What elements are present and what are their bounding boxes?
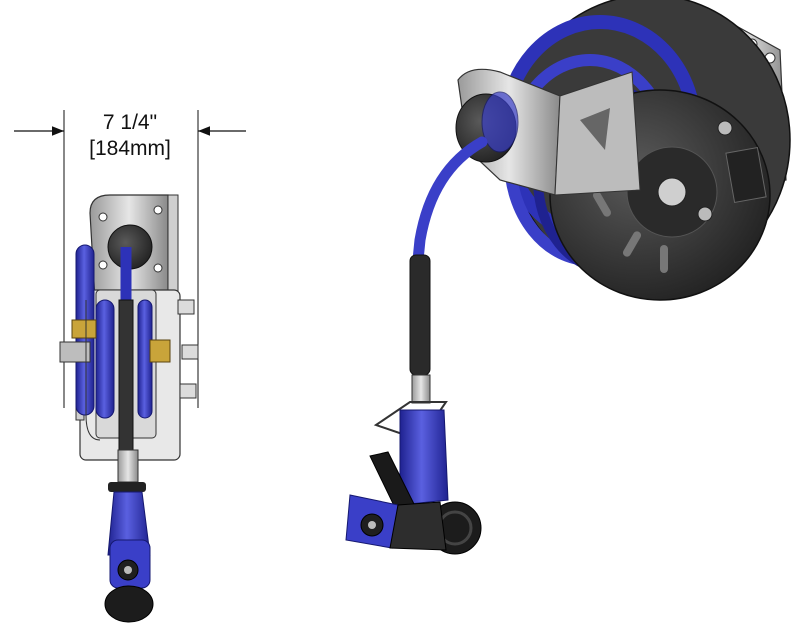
iso-hub-nut [657,177,687,207]
iso-hose [412,136,488,266]
isometric-view [345,0,791,555]
iso-hose-grip [409,254,431,376]
iso-spray-valve [399,409,449,506]
side-view [59,194,199,623]
side-nuts [177,299,199,399]
dimension-metric: [184mm] [89,137,171,160]
side-nozzle-head [104,585,154,623]
iso-coupling [411,374,431,404]
side-coupling [117,449,139,483]
dimension-imperial: 7 1/4" [102,111,158,134]
